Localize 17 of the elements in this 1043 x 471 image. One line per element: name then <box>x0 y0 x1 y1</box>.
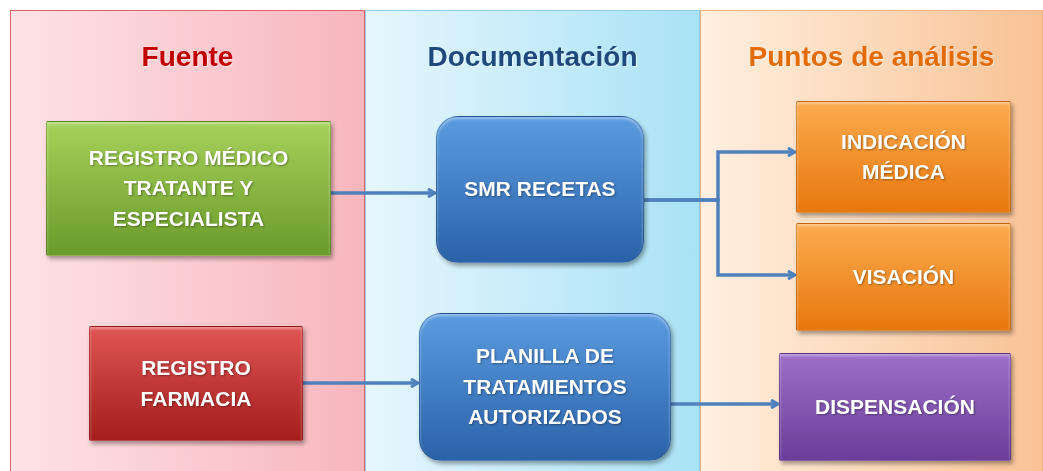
process-box: PLANILLA DE TRATAMIENTOS AUTORIZADOS <box>419 313 671 461</box>
column-heading: Puntos de análisis <box>747 41 996 73</box>
process-box: VISACIÓN <box>796 223 1011 331</box>
process-box: SMR RECETAS <box>436 116 644 263</box>
column-band <box>365 10 700 471</box>
arrow <box>330 187 437 199</box>
process-box: DISPENSACIÓN <box>779 353 1011 461</box>
column-band <box>10 10 365 471</box>
arrow <box>302 377 420 389</box>
arrow <box>670 398 780 410</box>
column-band <box>700 10 1043 471</box>
process-box: REGISTRO MÉDICO TRATANTE Y ESPECIALISTA <box>46 121 331 256</box>
process-box: REGISTRO FARMACIA <box>89 326 303 441</box>
process-box: INDICACIÓN MÉDICA <box>796 101 1011 213</box>
column-heading: Fuente <box>140 41 235 73</box>
column-heading: Documentación <box>426 41 639 73</box>
arrow <box>643 198 797 281</box>
